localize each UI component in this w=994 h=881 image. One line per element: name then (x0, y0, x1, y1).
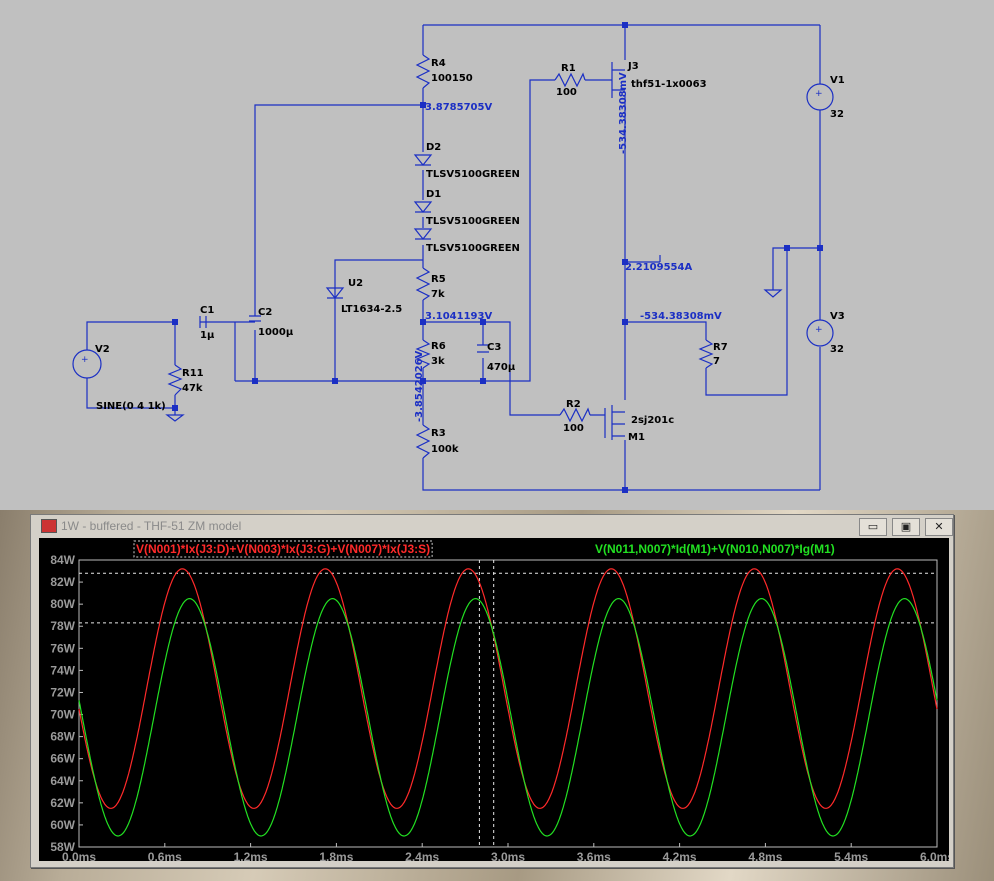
u2-value: LT1634-2.5 (341, 304, 402, 315)
y-tick-label: 74W (50, 663, 75, 677)
r11-ref: R11 (182, 368, 204, 379)
r5-value: 7k (431, 289, 445, 300)
trace-power-m1 (78, 597, 938, 837)
x-tick-label: 0.6ms (148, 850, 182, 861)
plot-frame (78, 559, 938, 848)
x-tick-label: 6.0ms (920, 850, 949, 861)
net-voltage-label: -3.8542026V (414, 350, 425, 422)
d1-value: TLSV5100GREEN (426, 216, 520, 227)
r5-ref: R5 (431, 274, 446, 285)
v2-ref: V2 (95, 344, 110, 355)
y-tick-label: 76W (50, 641, 75, 655)
r4-ref: R4 (431, 58, 446, 69)
x-tick-label: 0.0ms (62, 850, 96, 861)
r2-value: 100 (563, 423, 584, 434)
r1-ref: R1 (561, 63, 576, 74)
waveform-app-icon (41, 519, 57, 533)
r7-ref: R7 (713, 342, 728, 353)
r3-ref: R3 (431, 428, 446, 439)
y-tick-label: 66W (50, 752, 75, 766)
v3-ref: V3 (830, 311, 845, 322)
u2-ref: U2 (348, 278, 363, 289)
close-button[interactable]: ✕ (925, 518, 953, 536)
x-tick-label: 1.2ms (234, 850, 268, 861)
minimize-button[interactable]: ▭ (859, 518, 887, 536)
d1-ref: D1 (426, 189, 441, 200)
window-title: 1W - buffered - THF-51 ZM model (61, 519, 242, 533)
y-tick-label: 82W (50, 575, 75, 589)
waveform-plot[interactable]: 84W 82W 80W 78W 76W 74W 72W 70W 68W 66W 64W 62W 60W 5… (39, 538, 949, 861)
r4-value: 100150 (431, 73, 473, 84)
waveform-chart-svg[interactable]: 84W 82W 80W 78W 76W 74W 72W 70W 68W 66W 64W 62W 60W 5… (39, 538, 949, 861)
m1-value: 2sj201c (631, 415, 674, 426)
waveform-window[interactable]: 1W - buffered - THF-51 ZM model ▭ ▣ ✕ 84… (30, 514, 954, 868)
svg-text:+: + (815, 325, 823, 335)
y-tick-label: 80W (50, 597, 75, 611)
v3-value: 32 (830, 344, 844, 355)
r3-value: 100k (431, 444, 459, 455)
j3-ref: J3 (627, 61, 639, 72)
net-voltage-label: 3.1041193V (425, 311, 492, 322)
v1-ref: V1 (830, 75, 845, 86)
schematic-canvas[interactable]: + + + R4 100150 D2 TLSV5100GREEN D1 TLSV… (0, 0, 994, 510)
v1-value: 32 (830, 109, 844, 120)
schematic-editor[interactable]: + + + R4 100150 D2 TLSV5100GREEN D1 TLSV… (0, 0, 994, 510)
c2-ref: C2 (258, 307, 272, 318)
trace-power-j3 (78, 568, 938, 809)
d2-value: TLSV5100GREEN (426, 169, 520, 180)
m1-ref: M1 (628, 432, 645, 443)
r6-value: 3k (431, 356, 445, 367)
d2-ref: D2 (426, 142, 441, 153)
svg-text:+: + (81, 355, 89, 365)
y-tick-label: 62W (50, 796, 75, 810)
net-voltage-label: -534.38308mV (640, 311, 722, 322)
x-tick-label: 4.8ms (748, 850, 782, 861)
trace-label-power-j3[interactable]: V(N001)*Ix(J3:D)+V(N003)*Ix(J3:G)+V(N007… (136, 542, 430, 556)
y-tick-label: 72W (50, 685, 75, 699)
trace-label-selection-box (133, 540, 433, 558)
y-tick-label: 58W (50, 840, 75, 854)
x-tick-label: 4.2ms (663, 850, 697, 861)
c1-value: 1µ (200, 330, 215, 341)
r2-ref: R2 (566, 399, 581, 410)
c2-value: 1000µ (258, 327, 294, 338)
d3-value: TLSV5100GREEN (426, 243, 520, 254)
trace-label-power-m1[interactable]: V(N011,N007)*Id(M1)+V(N010,N007)*Ig(M1) (595, 542, 835, 556)
r7-value: 7 (713, 356, 720, 367)
window-titlebar[interactable]: 1W - buffered - THF-51 ZM model ▭ ▣ ✕ (31, 515, 953, 537)
r6-ref: R6 (431, 341, 446, 352)
maximize-button[interactable]: ▣ (892, 518, 920, 536)
net-current-label: 2.2109554A (625, 262, 692, 273)
r1-value: 100 (556, 87, 577, 98)
y-tick-label: 60W (50, 818, 75, 832)
x-tick-label: 3.6ms (577, 850, 611, 861)
y-tick-label: 68W (50, 730, 75, 744)
x-tick-label: 3.0ms (491, 850, 525, 861)
y-tick-label: 78W (50, 619, 75, 633)
r11-value: 47k (182, 383, 203, 394)
y-tick-label: 84W (50, 553, 75, 567)
c3-ref: C3 (487, 342, 501, 353)
v2-value: SINE(0 4 1k) (96, 401, 166, 412)
x-tick-label: 1.8ms (319, 850, 353, 861)
y-tick-label: 64W (50, 774, 75, 788)
y-tick-label: 70W (50, 708, 75, 722)
net-voltage-label: 3.8785705V (425, 102, 492, 113)
net-voltage-label: -534.38308mV (618, 72, 629, 154)
x-tick-label: 5.4ms (834, 850, 868, 861)
x-tick-label: 2.4ms (405, 850, 439, 861)
svg-text:+: + (815, 89, 823, 99)
c1-ref: C1 (200, 305, 214, 316)
j3-value: thf51-1x0063 (631, 79, 707, 90)
c3-value: 470µ (487, 362, 516, 373)
